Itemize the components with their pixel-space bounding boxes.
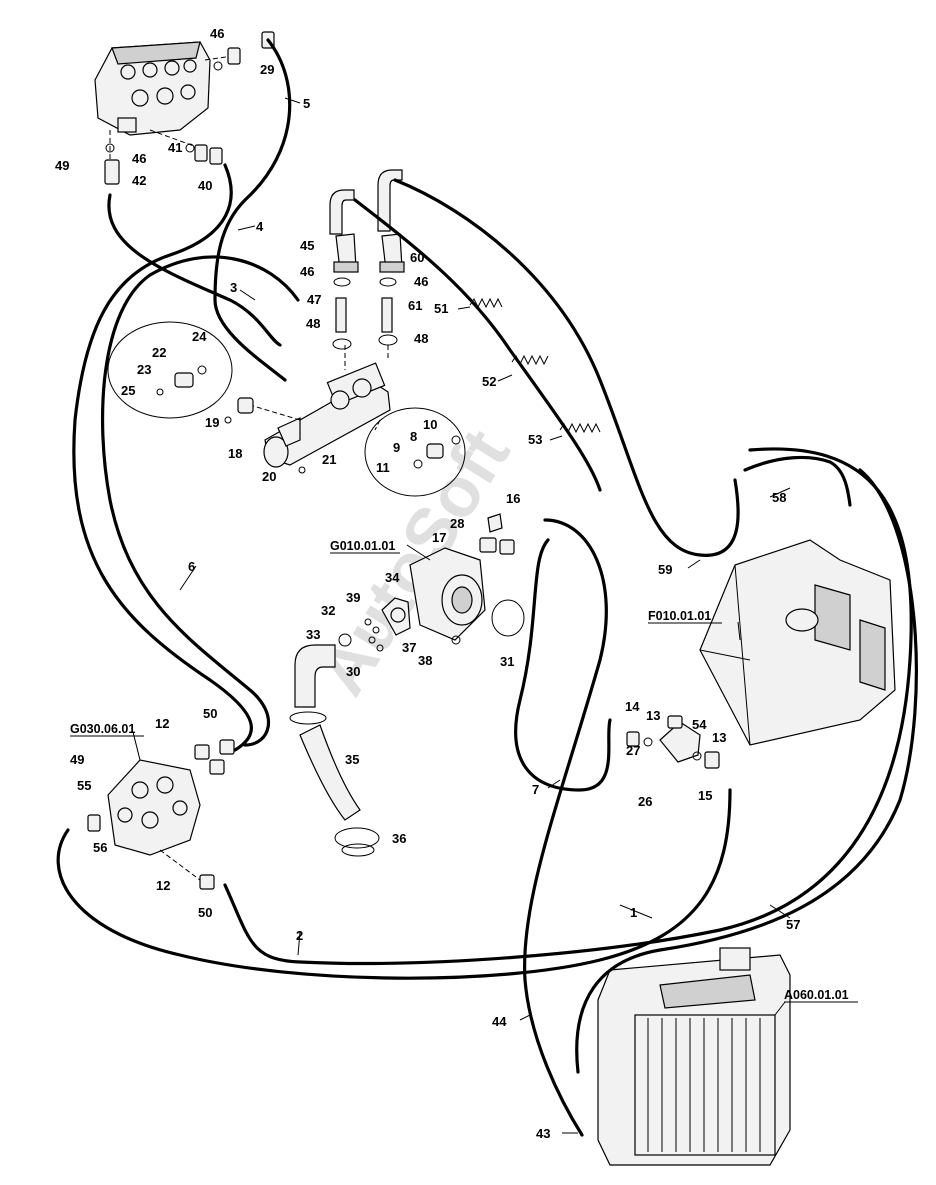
ref-g030: G030.06.01 xyxy=(70,722,135,736)
callout-50: 50 xyxy=(198,905,212,920)
ref-g010: G010.01.01 xyxy=(330,539,395,553)
detail-fittings xyxy=(156,365,461,474)
callout-37: 37 xyxy=(402,640,416,655)
callout-52: 52 xyxy=(482,374,496,389)
callout-46: 46 xyxy=(300,264,314,279)
callout-22: 22 xyxy=(152,345,166,360)
check-valve-assemblies xyxy=(332,233,405,370)
callout-2: 2 xyxy=(296,928,303,943)
control-valve-lower xyxy=(87,739,235,890)
callout-28: 28 xyxy=(450,516,464,531)
callout-48: 48 xyxy=(414,331,428,346)
spring-guards xyxy=(469,297,601,434)
callout-44: 44 xyxy=(492,1014,507,1029)
callout-5: 5 xyxy=(303,96,310,111)
callout-55: 55 xyxy=(77,778,91,793)
callout-1: 1 xyxy=(630,905,637,920)
callout-54: 54 xyxy=(692,717,707,732)
callout-46: 46 xyxy=(414,274,428,289)
callout-10: 10 xyxy=(423,417,437,432)
callout-50: 50 xyxy=(203,706,217,721)
control-valve-top xyxy=(94,41,241,170)
callout-60: 60 xyxy=(410,250,424,265)
callout-48: 48 xyxy=(306,316,320,331)
callout-34: 34 xyxy=(385,570,400,585)
callout-31: 31 xyxy=(500,654,514,669)
callout-14: 14 xyxy=(625,699,640,714)
ref-f010: F010.01.01 xyxy=(648,609,711,623)
callout-9: 9 xyxy=(393,440,400,455)
callout-40: 40 xyxy=(198,178,212,193)
callout-4: 4 xyxy=(256,219,264,234)
callout-26: 26 xyxy=(638,794,652,809)
ref-a060: A060.01.01 xyxy=(784,988,849,1002)
callout-15: 15 xyxy=(698,788,712,803)
callout-36: 36 xyxy=(392,831,406,846)
callout-51: 51 xyxy=(434,301,448,316)
callout-59: 59 xyxy=(658,562,672,577)
callout-11: 11 xyxy=(376,460,390,475)
callout-32: 32 xyxy=(321,603,335,618)
callout-49: 49 xyxy=(55,158,69,173)
callout-12: 12 xyxy=(156,878,170,893)
callout-17: 17 xyxy=(432,530,446,545)
callout-46: 46 xyxy=(132,151,146,166)
callout-45: 45 xyxy=(300,238,314,253)
callout-38: 38 xyxy=(418,653,432,668)
reference-codes: G010.01.01 F010.01.01 G030.06.01 A060.01… xyxy=(70,539,858,1003)
callout-19: 19 xyxy=(205,415,219,430)
callout-33: 33 xyxy=(306,627,320,642)
hoses xyxy=(56,38,918,1137)
callout-13: 13 xyxy=(646,708,660,723)
elbow-fittings-top xyxy=(104,31,403,235)
manifold-block xyxy=(249,362,391,468)
callout-18: 18 xyxy=(228,446,242,461)
hydraulic-pump xyxy=(338,513,525,652)
callout-3: 3 xyxy=(230,280,237,295)
callout-46: 46 xyxy=(210,26,224,41)
radiator-cooler xyxy=(597,947,791,1166)
callout-43: 43 xyxy=(536,1126,550,1141)
callout-13: 13 xyxy=(712,730,726,745)
callout-6: 6 xyxy=(188,559,195,574)
callout-27: 27 xyxy=(626,743,640,758)
callout-56: 56 xyxy=(93,840,107,855)
callout-21: 21 xyxy=(322,452,336,467)
callout-25: 25 xyxy=(121,383,135,398)
tee-fitting-54 xyxy=(626,715,720,769)
callout-12: 12 xyxy=(155,716,169,731)
detail-oval-right xyxy=(364,407,466,497)
callout-20: 20 xyxy=(262,469,276,484)
detail-oval-left xyxy=(107,321,233,419)
callout-49: 49 xyxy=(70,752,84,767)
callout-29: 29 xyxy=(260,62,274,77)
callout-23: 23 xyxy=(137,362,151,377)
callout-42: 42 xyxy=(132,173,146,188)
leader-lines xyxy=(132,97,791,1134)
suction-elbow-and-hose xyxy=(289,644,380,857)
callout-numbers: 46 29 5 41 40 46 49 42 4 45 60 46 46 3 4… xyxy=(55,26,800,1141)
callout-47: 47 xyxy=(307,292,321,307)
callout-61: 61 xyxy=(408,298,422,313)
cab-heater-unit xyxy=(699,539,896,746)
callout-30: 30 xyxy=(346,664,360,679)
callout-53: 53 xyxy=(528,432,542,447)
callout-24: 24 xyxy=(192,329,207,344)
callout-16: 16 xyxy=(506,491,520,506)
callout-41: 41 xyxy=(168,140,182,155)
callout-35: 35 xyxy=(345,752,359,767)
callout-57: 57 xyxy=(786,917,800,932)
callout-39: 39 xyxy=(346,590,360,605)
callout-7: 7 xyxy=(532,782,539,797)
callout-58: 58 xyxy=(772,490,786,505)
callout-8: 8 xyxy=(410,429,417,444)
